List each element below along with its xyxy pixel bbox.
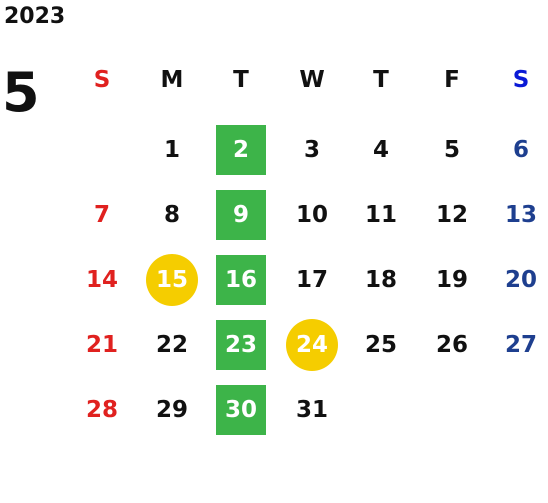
weekday-header: T xyxy=(373,67,389,93)
calendar-day[interactable]: 4 xyxy=(372,137,389,163)
calendar-day[interactable]: 11 xyxy=(364,202,397,228)
calendar-day[interactable]: 10 xyxy=(295,202,328,228)
calendar-day-highlighted[interactable]: 2 xyxy=(216,125,266,175)
weekday-header: F xyxy=(444,67,460,93)
weekday-header: S xyxy=(93,67,111,93)
calendar-day[interactable]: 31 xyxy=(295,397,328,423)
calendar-day[interactable]: 20 xyxy=(504,267,537,293)
calendar-day[interactable]: 1 xyxy=(163,137,180,163)
calendar-day[interactable]: 21 xyxy=(85,332,118,358)
calendar-day[interactable]: 28 xyxy=(85,397,118,423)
calendar-day[interactable]: 3 xyxy=(303,137,320,163)
calendar-day[interactable]: 25 xyxy=(364,332,397,358)
calendar-day[interactable]: 14 xyxy=(85,267,118,293)
calendar-day[interactable]: 12 xyxy=(435,202,468,228)
calendar-day[interactable]: 8 xyxy=(163,202,180,228)
calendar-day-marked[interactable]: 15 xyxy=(146,254,198,306)
calendar-day-highlighted[interactable]: 23 xyxy=(216,320,266,370)
weekday-header: M xyxy=(160,67,184,93)
calendar-day-highlighted[interactable]: 9 xyxy=(216,190,266,240)
calendar-day[interactable]: 5 xyxy=(443,137,460,163)
weekday-header: T xyxy=(233,67,249,93)
calendar-day[interactable]: 6 xyxy=(512,137,529,163)
calendar-day[interactable]: 26 xyxy=(435,332,468,358)
calendar-day[interactable]: 27 xyxy=(504,332,537,358)
calendar-day[interactable]: 22 xyxy=(155,332,188,358)
calendar-day[interactable]: 13 xyxy=(504,202,537,228)
calendar-day[interactable]: 7 xyxy=(93,202,110,228)
weekday-header: W xyxy=(299,67,325,93)
calendar-day[interactable]: 29 xyxy=(155,397,188,423)
calendar-day-highlighted[interactable]: 30 xyxy=(216,385,266,435)
calendar-day[interactable]: 19 xyxy=(435,267,468,293)
calendar-day-highlighted[interactable]: 16 xyxy=(216,255,266,305)
calendar-day[interactable]: 18 xyxy=(364,267,397,293)
calendar-month: 5 xyxy=(2,61,40,124)
weekday-header: S xyxy=(512,67,530,93)
calendar-day[interactable]: 17 xyxy=(295,267,328,293)
calendar-year: 2023 xyxy=(4,4,66,29)
calendar-day-marked[interactable]: 24 xyxy=(286,319,338,371)
